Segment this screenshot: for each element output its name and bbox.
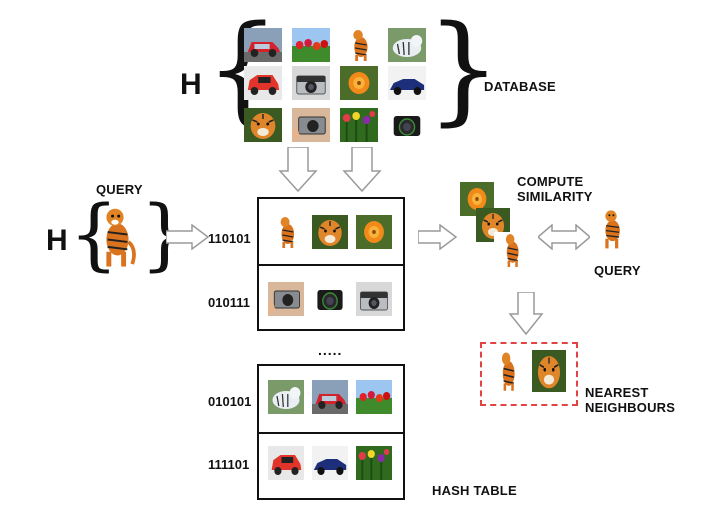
tulips-icon: [292, 28, 330, 62]
hash-symbol-database: H: [180, 68, 202, 101]
hash-row-image: [312, 282, 348, 316]
nearest-neighbours-box: [480, 342, 578, 406]
white-tiger-icon: [268, 380, 304, 414]
hash-row-image: [356, 282, 392, 316]
hash-row-divider: [259, 432, 403, 434]
compute-similarity-label: COMPUTE SIMILARITY: [517, 174, 593, 204]
down-arrow-right: [342, 147, 382, 193]
hash-row-divider: [259, 264, 403, 266]
tulips-icon: [356, 380, 392, 414]
hash-code-1: 110101: [208, 231, 251, 246]
database-image: [244, 28, 282, 62]
hash-row-image: [356, 446, 392, 480]
hash-code-3: 010101: [208, 394, 252, 409]
orange-flower-icon: [340, 66, 378, 100]
tulips-field-icon: [356, 446, 392, 480]
query-label-left: QUERY: [96, 182, 143, 197]
tiger-standing-icon: [494, 232, 528, 268]
camera-in-hand-icon: [268, 282, 304, 316]
hash-row-image: [356, 215, 392, 249]
camera-black-icon: [312, 282, 348, 316]
camera-in-hand-icon: [292, 108, 330, 142]
down-arrow-left: [278, 147, 318, 193]
ellipsis: .....: [318, 342, 343, 358]
red-hatchback-icon: [268, 446, 304, 480]
orange-flower-icon: [460, 182, 494, 216]
hash-row-image: [312, 215, 348, 249]
hash-row-image: [268, 282, 304, 316]
hash-row-image: [356, 380, 392, 414]
double-arrow-similarity-query: [538, 224, 590, 250]
hash-row-image: [268, 446, 304, 480]
tulips-field-icon: [340, 108, 378, 142]
tiger-face-icon: [532, 350, 566, 392]
arrows-database-to-hash: [278, 147, 382, 193]
stack-image: [494, 232, 528, 268]
hash-row-image: [312, 380, 348, 414]
hash-symbol-query: H: [46, 224, 68, 257]
blue-sports-car-icon: [312, 446, 348, 480]
tiger-standing-icon: [340, 28, 378, 62]
hash-row-image: [312, 446, 348, 480]
database-image: [292, 108, 330, 142]
database-image: [388, 108, 426, 142]
hash-table-label: HASH TABLE: [432, 483, 517, 498]
database-image: [244, 108, 282, 142]
tiger-face-icon: [244, 108, 282, 142]
red-hatchback-icon: [244, 66, 282, 100]
database-image: [340, 66, 378, 100]
database-image: [340, 108, 378, 142]
arrow-hash-to-similarity: [418, 224, 458, 250]
database-image: [292, 66, 330, 100]
tiger-standing-icon: [106, 208, 136, 267]
red-car-icon: [244, 28, 282, 62]
tiger-standing-icon: [605, 210, 620, 249]
camera-black-icon: [388, 108, 426, 142]
red-car-icon: [312, 380, 348, 414]
database-image: [388, 28, 426, 62]
camera-silver-icon: [292, 66, 330, 100]
orange-flower-icon: [356, 215, 392, 249]
blue-sports-car-icon: [388, 66, 426, 100]
arrow-query-to-hash: [166, 224, 210, 250]
database-image: [388, 66, 426, 100]
right-brace-database: }: [426, 0, 502, 137]
query-tiger-right: [594, 208, 628, 250]
nearest-neighbour-image: [532, 350, 566, 392]
stack-image: [460, 182, 494, 216]
tiger-standing-icon: [268, 215, 304, 249]
nearest-neighbour-image: [490, 350, 524, 392]
database-label: DATABASE: [484, 79, 556, 94]
hash-row-image: [268, 215, 304, 249]
tiger-standing-icon: [490, 350, 524, 392]
database-image: [244, 66, 282, 100]
hash-code-2: 010111: [208, 295, 250, 310]
query-tiger-image: [90, 205, 140, 269]
hash-row-image: [268, 380, 304, 414]
query-label-right: QUERY: [594, 263, 641, 278]
database-image: [292, 28, 330, 62]
tiger-face-icon: [312, 215, 348, 249]
white-tiger-icon: [388, 28, 426, 62]
database-image: [340, 28, 378, 62]
arrow-down-to-neighbours: [508, 292, 544, 336]
camera-silver-icon: [356, 282, 392, 316]
hash-code-4: 111101: [208, 457, 250, 472]
nearest-neighbours-label: NEAREST NEIGHBOURS: [585, 385, 676, 415]
